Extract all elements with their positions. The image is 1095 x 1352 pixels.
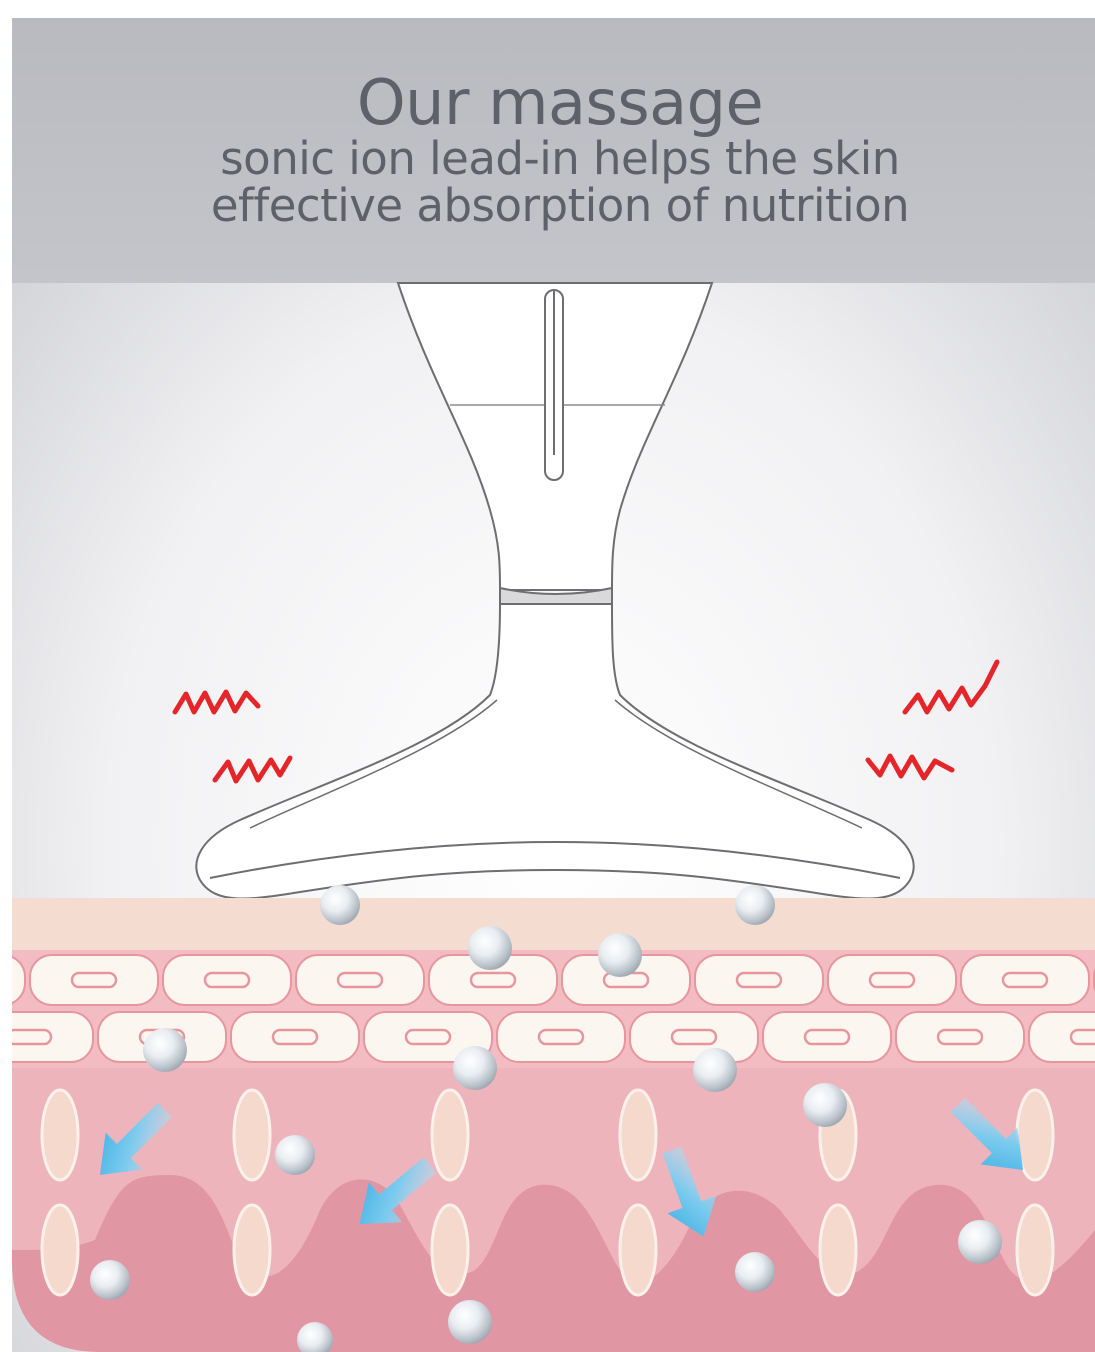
epidermis-cell xyxy=(163,955,291,1005)
dermis-cell xyxy=(42,1205,78,1295)
epidermis-cell xyxy=(497,1012,625,1062)
dermis-cell xyxy=(1017,1205,1053,1295)
dermis-cell xyxy=(42,1090,78,1180)
nutrient-droplet-icon xyxy=(598,933,642,977)
nutrient-droplet-icon xyxy=(735,885,775,925)
nutrient-droplet-icon xyxy=(143,1028,187,1072)
nutrient-droplet-icon xyxy=(735,1252,775,1292)
dermis-cell xyxy=(820,1205,856,1295)
epidermis-cell xyxy=(30,955,158,1005)
nutrient-droplet-icon xyxy=(803,1083,847,1127)
epidermis-cell xyxy=(695,955,823,1005)
epidermis-cell xyxy=(961,955,1089,1005)
nutrient-droplet-icon xyxy=(90,1260,130,1300)
nutrient-droplet-icon xyxy=(693,1048,737,1092)
epidermis-cell xyxy=(896,1012,1024,1062)
epidermis-cell xyxy=(630,1012,758,1062)
nutrient-droplet-icon xyxy=(453,1046,497,1090)
epidermis-cell xyxy=(1029,1012,1095,1062)
title-block: Our massage sonic ion lead-in helps the … xyxy=(150,72,970,228)
nutrient-droplet-icon xyxy=(320,885,360,925)
dermis-cell xyxy=(432,1205,468,1295)
dermis-cell xyxy=(620,1205,656,1295)
skin-surface xyxy=(12,898,1095,958)
nutrient-droplet-icon xyxy=(468,926,512,970)
epidermis-cell xyxy=(231,1012,359,1062)
epidermis-cell xyxy=(828,955,956,1005)
dermis-cell xyxy=(234,1205,270,1295)
dermis-cell xyxy=(432,1090,468,1180)
epidermis-cell xyxy=(0,1012,93,1062)
dermis-papillae-wave xyxy=(12,1175,1095,1352)
nutrient-droplet-icon xyxy=(275,1135,315,1175)
subtitle-line-2: effective absorption of nutrition xyxy=(150,183,970,228)
nutrient-droplet-icon xyxy=(448,1300,492,1344)
subtitle-line-1: sonic ion lead-in helps the skin xyxy=(150,136,970,181)
dermis-cell xyxy=(620,1090,656,1180)
nutrient-droplet-icon xyxy=(958,1220,1002,1264)
page-title: Our massage xyxy=(150,72,970,134)
dermis-cell xyxy=(234,1090,270,1180)
epidermis-cell xyxy=(296,955,424,1005)
epidermis-cell xyxy=(763,1012,891,1062)
